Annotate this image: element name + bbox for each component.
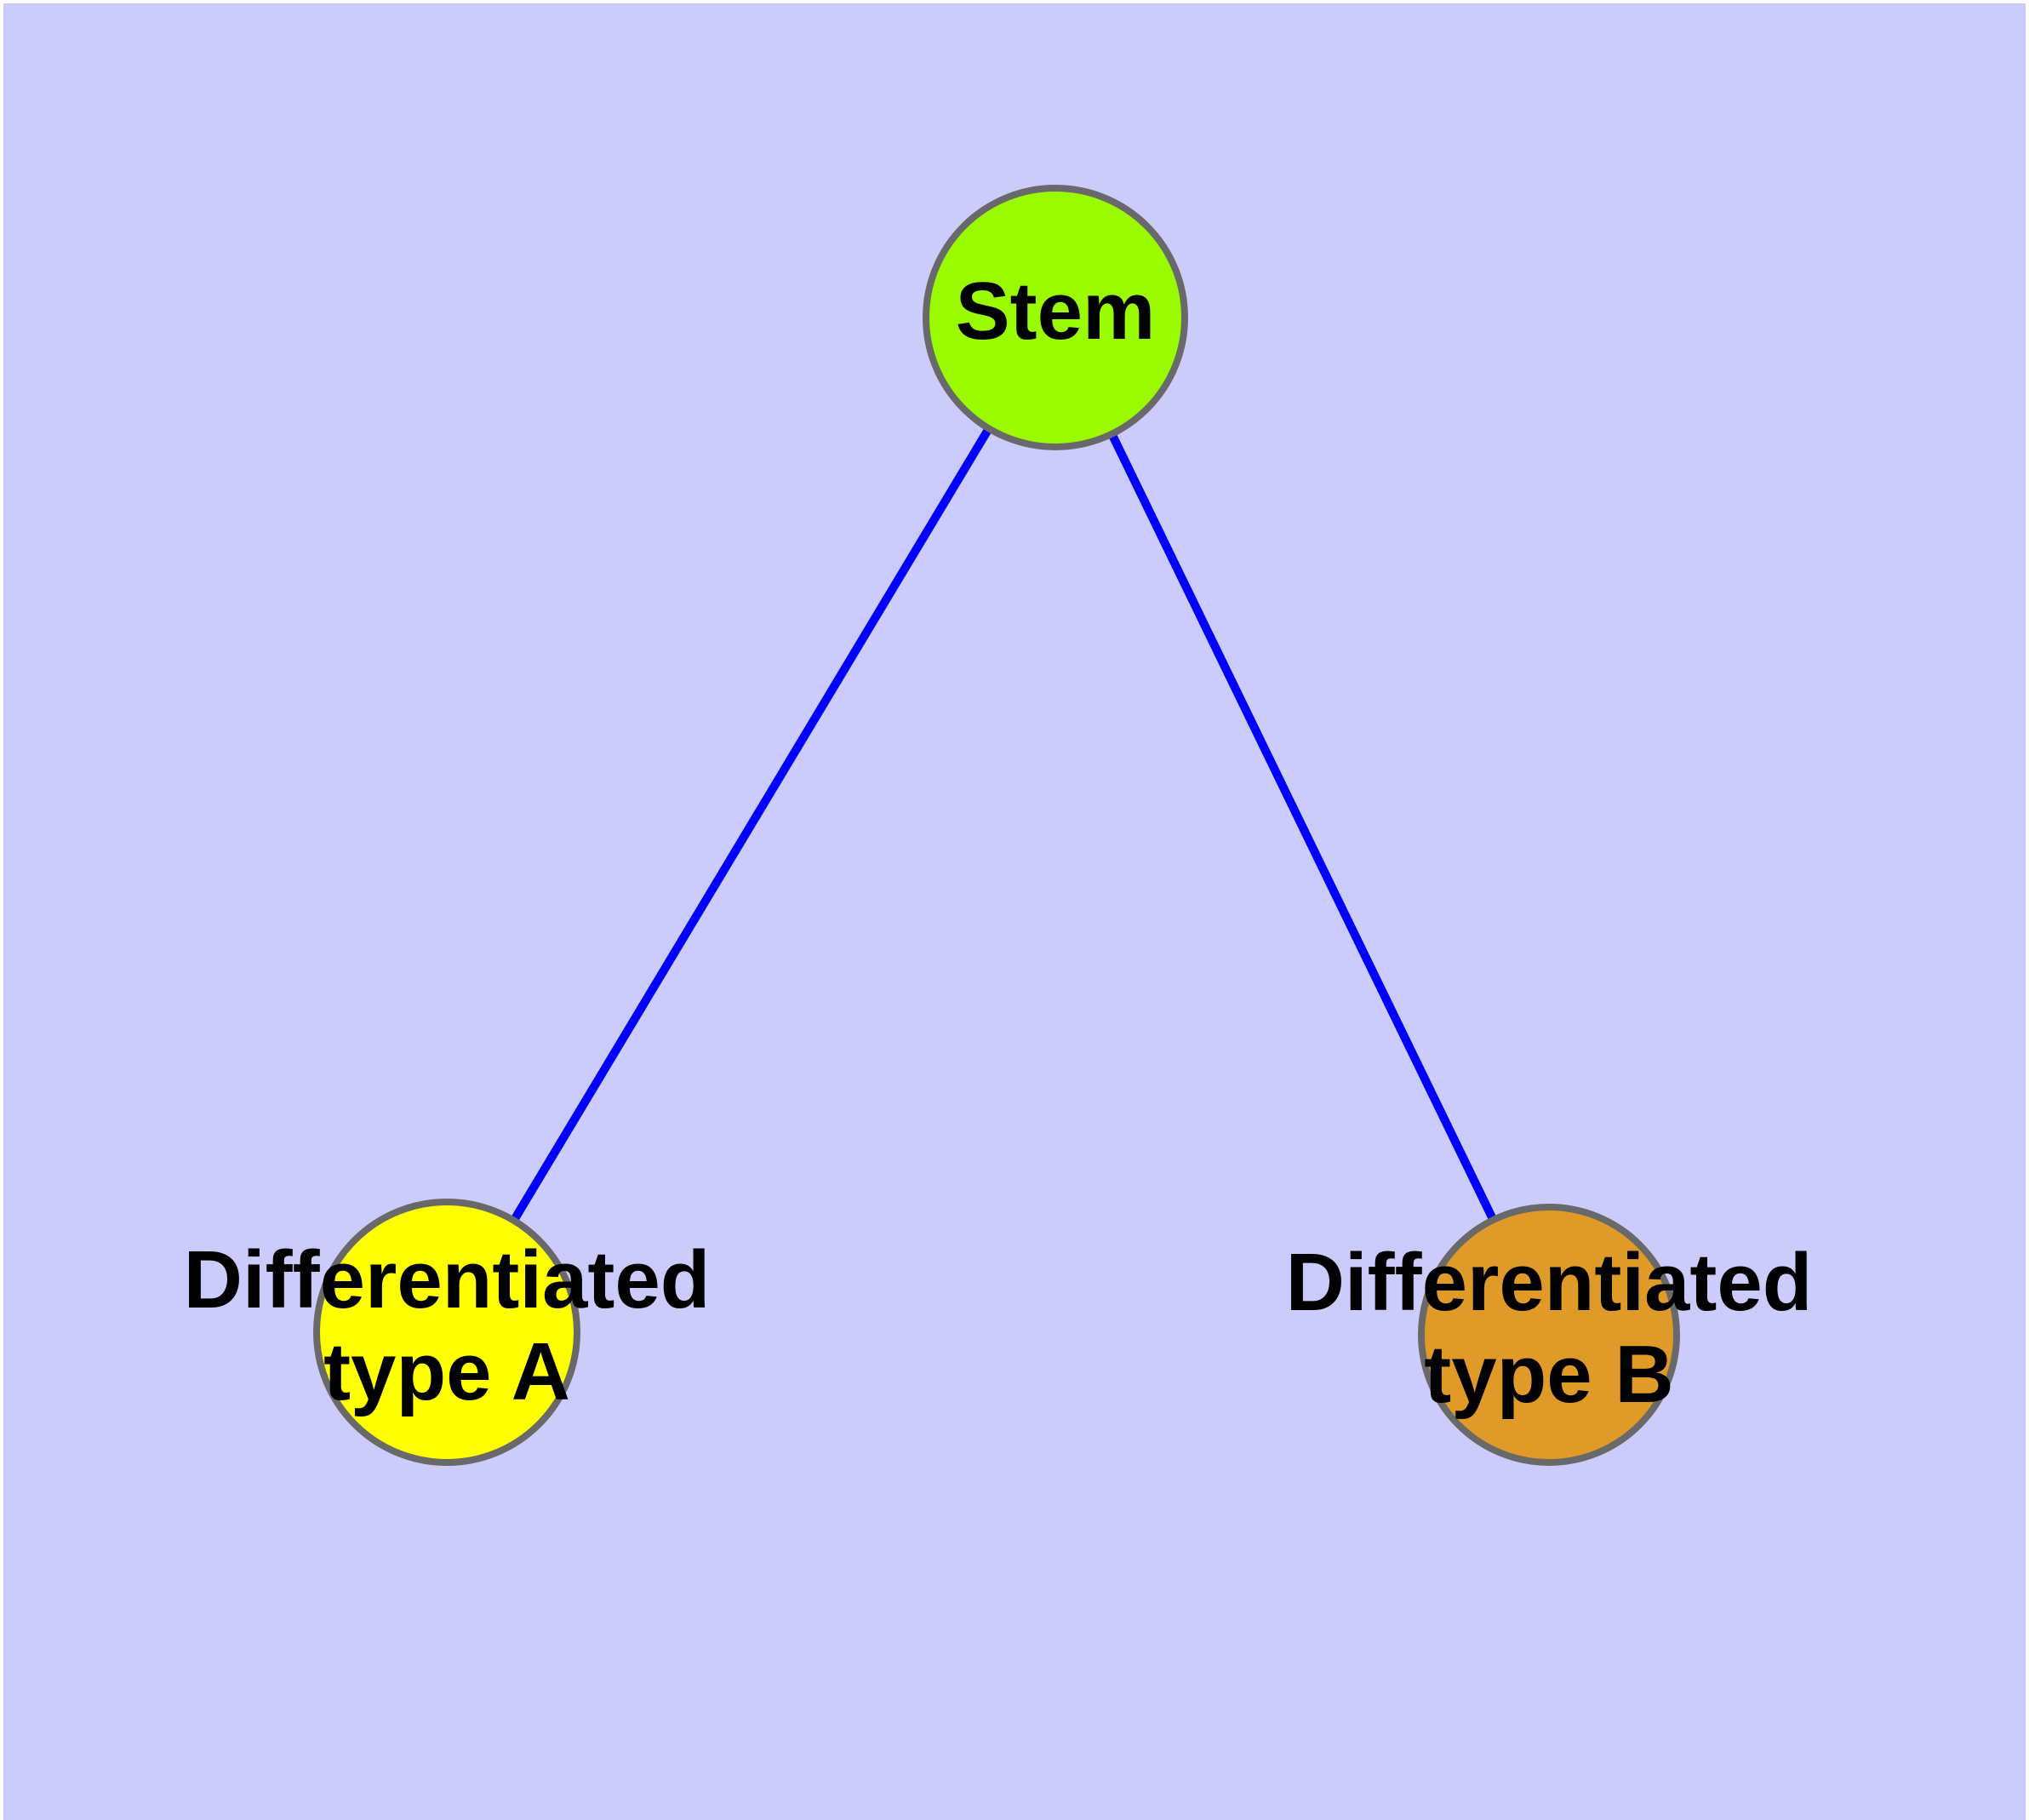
node-label-line: Stem [956,266,1156,357]
graph-node-stem[interactable]: Stem [923,185,1188,450]
node-label-line: Differentiated [184,1235,711,1326]
edge-stem-diff-b[interactable] [1108,433,1497,1221]
edges-layer [511,427,1497,1222]
edge-stem-diff-a[interactable] [511,427,992,1222]
node-label-line: type B [1424,1329,1673,1420]
node-label-stem: Stem [956,266,1156,357]
node-circle-stem[interactable] [923,185,1188,450]
node-label-line: type A [323,1326,570,1417]
node-circle-diff_b[interactable] [1418,1204,1680,1466]
node-circle-diff_a[interactable] [313,1199,580,1466]
node-label-line: Differentiated [1286,1238,1813,1329]
